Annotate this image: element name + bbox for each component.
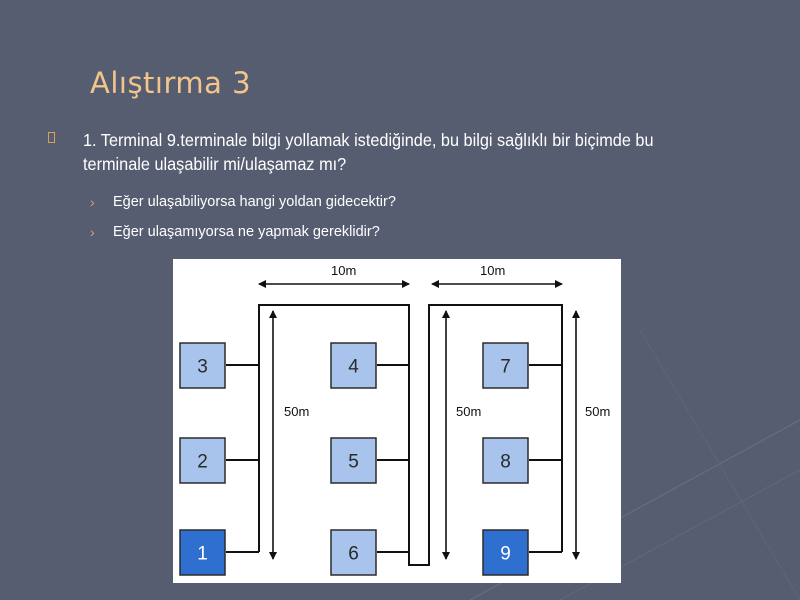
terminal-box: [330, 437, 377, 484]
dimension-label: 50m: [585, 404, 610, 419]
dimension-label: 10m: [331, 263, 356, 278]
terminal-box: [330, 342, 377, 389]
main-bullet: 1. Terminal 9.terminale bilgi yollamak i…: [48, 128, 758, 176]
terminal-label: 4: [348, 357, 359, 378]
terminals: 3 4 7 2 5 8 1 6 9: [179, 342, 529, 576]
terminal-box: [330, 529, 377, 576]
bullet-icon: [48, 132, 55, 143]
bus-cable: [258, 304, 563, 566]
sub-bullet: › Eğer ulaşamıyorsa ne yapmak gereklidir…: [90, 223, 690, 241]
terminal-1: 1: [179, 529, 226, 576]
network-diagram: 10m 10m 50m 50m 50m 3 4 7 2 5 8 1 6 9: [173, 259, 621, 583]
terminal-label: 9: [500, 544, 511, 565]
sub-bullet: › Eğer ulaşabiliyorsa hangi yoldan gidec…: [90, 193, 690, 211]
dimension-label: 50m: [456, 404, 481, 419]
sub-bullet-text: Eğer ulaşabiliyorsa hangi yoldan gidecek…: [113, 194, 396, 210]
terminal-box: [179, 342, 226, 389]
chevron-right-icon: ›: [90, 194, 95, 210]
main-bullet-text: 1. Terminal 9.terminale bilgi yollamak i…: [83, 130, 654, 174]
terminal-5: 5: [330, 437, 377, 484]
terminal-4: 4: [330, 342, 377, 389]
terminal-3: 3: [179, 342, 226, 389]
terminal-box: [482, 529, 529, 576]
terminal-box: [482, 342, 529, 389]
terminal-label: 7: [500, 357, 511, 378]
sub-bullet-text: Eğer ulaşamıyorsa ne yapmak gereklidir?: [113, 224, 380, 240]
terminal-box: [179, 529, 226, 576]
terminal-box: [482, 437, 529, 484]
chevron-right-icon: ›: [90, 224, 95, 240]
terminal-label: 6: [348, 544, 359, 565]
terminal-label: 3: [197, 357, 208, 378]
terminal-7: 7: [482, 342, 529, 389]
terminal-label: 2: [197, 452, 208, 473]
terminal-box: [179, 437, 226, 484]
terminal-label: 8: [500, 452, 511, 473]
dimension-label: 10m: [480, 263, 505, 278]
terminal-label: 1: [197, 544, 208, 565]
dimension-label: 50m: [284, 404, 309, 419]
diagram-background: [173, 259, 621, 583]
terminal-8: 8: [482, 437, 529, 484]
slide-title: Alıştırma 3: [90, 66, 252, 100]
terminal-2: 2: [179, 437, 226, 484]
terminal-label: 5: [348, 452, 359, 473]
terminal-6: 6: [330, 529, 377, 576]
drop-cables: [226, 364, 562, 553]
terminal-9: 9: [482, 529, 529, 576]
